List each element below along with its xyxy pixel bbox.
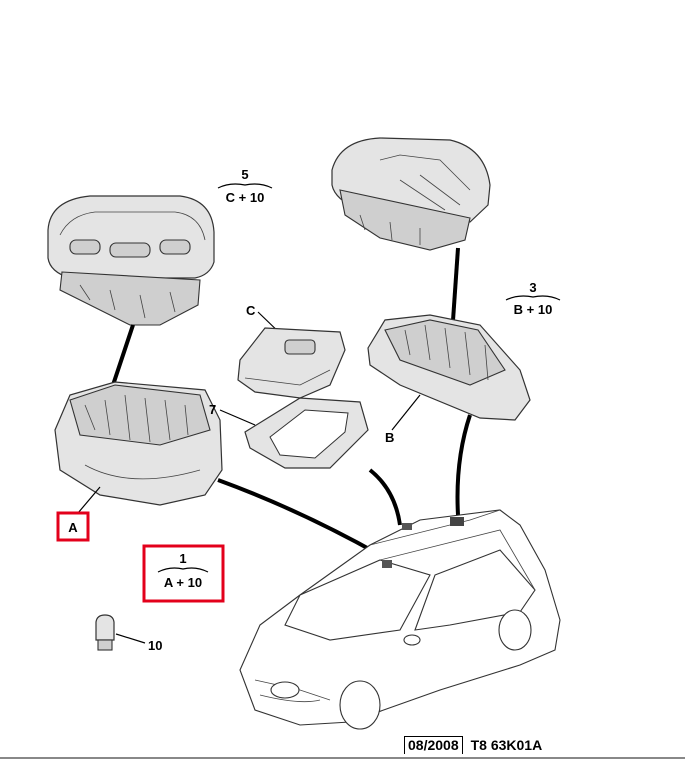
vehicle-illustration (239, 509, 561, 730)
brace-icon (157, 567, 209, 573)
leader-b-to-car (455, 414, 472, 516)
callout-item-5: 5 C + 10 (217, 167, 273, 205)
footer-date: 08/2008 (404, 736, 463, 754)
callout-item-3: 3 B + 10 (505, 280, 561, 317)
item-number: 1 (179, 551, 186, 566)
brace-icon (505, 295, 561, 301)
leader-10 (115, 633, 146, 644)
label-part-7: 7 (209, 402, 216, 417)
leader-a (77, 486, 101, 514)
item-refs: B + 10 (514, 302, 553, 317)
leader-7-to-car (368, 468, 402, 526)
bezel-part-7 (244, 397, 369, 469)
leader-a-to-car (217, 478, 381, 557)
lamp-lens-left (47, 195, 215, 326)
leader-b (391, 394, 421, 431)
label-part-a: A (68, 520, 78, 535)
bulb-part-10 (95, 614, 115, 651)
housing-a (54, 381, 223, 506)
callout-item-1: 1 A + 10 (142, 544, 225, 603)
switch-part-c (237, 327, 346, 399)
item-refs: A + 10 (164, 575, 202, 590)
housing-b (367, 314, 531, 421)
brace-icon (217, 183, 273, 189)
leader-7 (219, 409, 256, 426)
item-number: 5 (241, 167, 248, 182)
footer-reference: T8 63K01A (470, 737, 543, 753)
item-refs: C + 10 (226, 190, 265, 205)
bottom-divider (0, 757, 685, 759)
label-part-a-box: A (56, 511, 90, 542)
label-part-b: B (385, 430, 394, 445)
lamp-lens-right (331, 137, 491, 251)
label-part-10: 10 (148, 638, 162, 653)
item-number: 3 (529, 280, 536, 295)
diagram-footer: 08/2008 T8 63K01A (404, 736, 542, 754)
label-part-c: C (246, 303, 256, 318)
